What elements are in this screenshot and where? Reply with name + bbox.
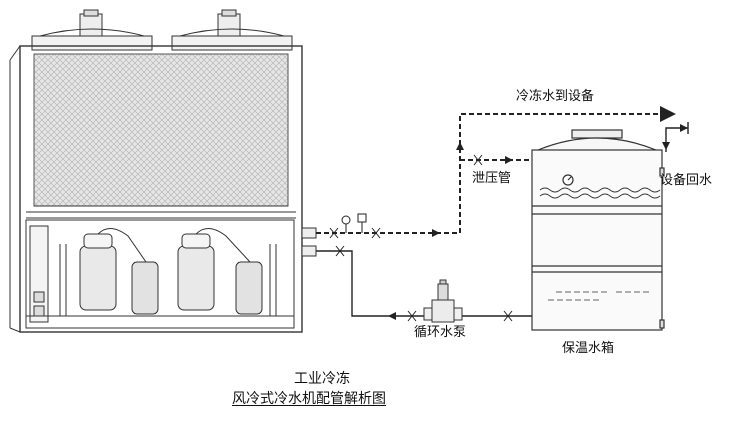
- caption-line-1: 工业冷冻: [294, 371, 350, 387]
- compressor-left: [79, 228, 159, 315]
- chiller-unit: [9, 9, 317, 333]
- condenser-coil: [33, 53, 289, 207]
- circulation-pump: [423, 279, 463, 323]
- compressor-right: [177, 228, 263, 315]
- label-bypass-pipe: 泄压管: [472, 171, 512, 186]
- equipment-return-pipe: [665, 127, 688, 152]
- return-pipe: [316, 250, 532, 317]
- insulated-tank: [531, 129, 665, 331]
- label-circulation-pump: 循环水泵: [414, 325, 467, 340]
- supply-pipe: [316, 106, 676, 234]
- top-fans: [31, 9, 293, 51]
- label-chilled-water-out: 冷冻水到设备: [516, 89, 595, 104]
- label-equipment-return: 设备回水: [660, 173, 713, 188]
- chiller-frame: [19, 45, 303, 333]
- tank-body: [531, 149, 663, 331]
- caption-line-2: 风冷式冷水机配管解析图: [232, 391, 386, 407]
- label-insulated-tank: 保温水箱: [562, 341, 615, 356]
- supply-piping: [316, 106, 676, 239]
